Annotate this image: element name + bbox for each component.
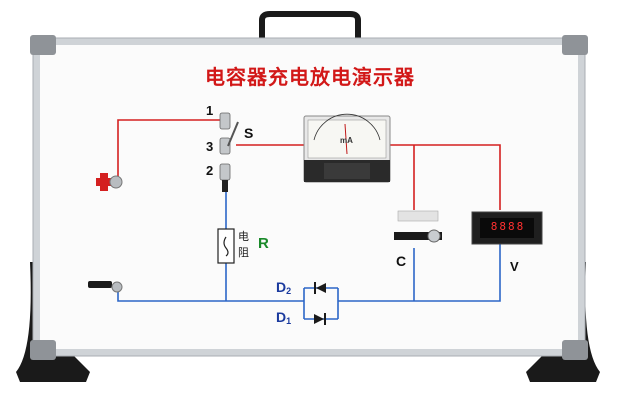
switch-pos-3: 3 xyxy=(206,139,214,154)
negative-terminal[interactable] xyxy=(88,281,123,293)
diode-d1-sub: 1 xyxy=(286,316,292,326)
ammeter-unit: mA xyxy=(340,136,353,145)
switch-pos-1: 1 xyxy=(206,103,214,118)
diode-d1-letter: D xyxy=(276,309,287,325)
corner-cap xyxy=(562,340,588,360)
voltmeter-readout: 8888 xyxy=(490,220,526,233)
diode-d1 xyxy=(314,313,326,325)
diode-d2-letter: D xyxy=(276,279,287,295)
diode-d2-sub: 2 xyxy=(286,286,292,296)
diode-d2 xyxy=(314,282,326,294)
diode-d1-label: D1 xyxy=(276,310,291,326)
carry-handle xyxy=(259,11,361,42)
resistor-text-2: 阻 xyxy=(238,246,249,259)
switch-pos-2: 2 xyxy=(206,163,214,178)
corner-cap xyxy=(30,340,56,360)
positive-terminal[interactable] xyxy=(96,173,123,191)
voltmeter xyxy=(471,211,543,245)
diode-d2-label: D2 xyxy=(276,280,291,296)
corner-cap xyxy=(30,35,56,55)
switch-label: S xyxy=(244,125,254,141)
resistor xyxy=(217,228,235,264)
red-wires xyxy=(117,119,501,210)
board-surface xyxy=(40,45,578,349)
resistor-label: R xyxy=(258,235,269,252)
capacitor-label: C xyxy=(396,253,407,269)
ammeter xyxy=(303,113,391,183)
switch-s[interactable] xyxy=(219,112,239,192)
voltmeter-label: V xyxy=(510,259,519,274)
corner-cap xyxy=(562,35,588,55)
resistor-text-1: 电 xyxy=(238,230,249,243)
board-title: 电容器充电放电演示器 xyxy=(205,65,415,89)
capacitor xyxy=(394,210,442,243)
